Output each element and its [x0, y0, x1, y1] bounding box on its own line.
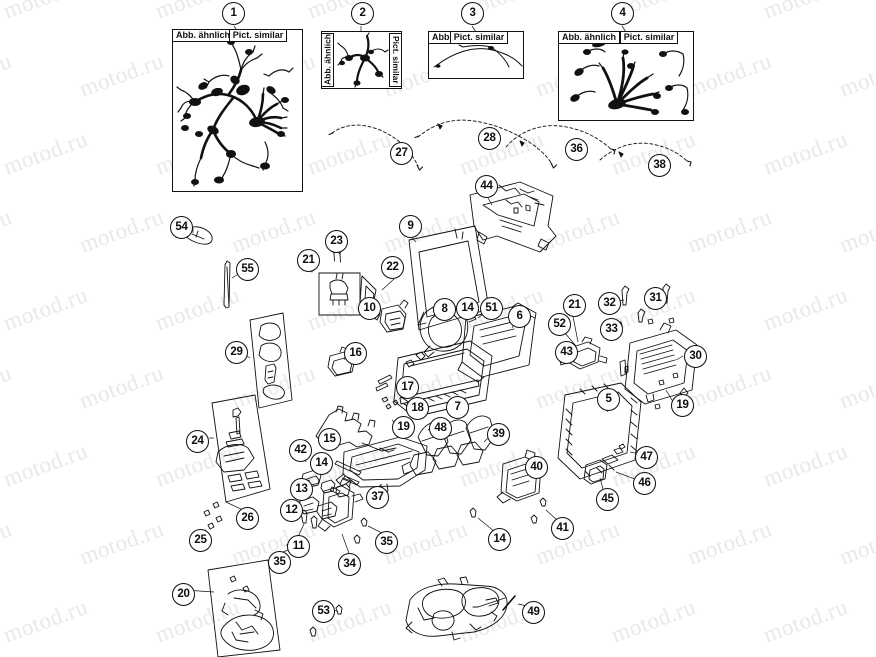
- callout-42[interactable]: 42: [289, 439, 312, 462]
- callout-34[interactable]: 34: [338, 553, 361, 576]
- callout-28[interactable]: 28: [478, 127, 501, 150]
- callout-38[interactable]: 38: [648, 154, 671, 177]
- detail-box-4: [558, 31, 694, 121]
- callout-47[interactable]: 47: [635, 446, 658, 469]
- callout-39[interactable]: 39: [487, 423, 510, 446]
- callout-3[interactable]: 3: [461, 2, 484, 25]
- detail-box-artwork: [559, 32, 693, 120]
- callout-26[interactable]: 26: [236, 507, 259, 530]
- callout-55[interactable]: 55: [236, 258, 259, 281]
- callout-35[interactable]: 35: [375, 531, 398, 554]
- callout-43[interactable]: 43: [555, 341, 578, 364]
- callout-31[interactable]: 31: [644, 287, 667, 310]
- callout-19[interactable]: 19: [671, 394, 694, 417]
- callout-44[interactable]: 44: [475, 175, 498, 198]
- callout-36[interactable]: 36: [565, 138, 588, 161]
- callout-25[interactable]: 25: [189, 529, 212, 552]
- callout-22[interactable]: 22: [381, 256, 404, 279]
- label-abb-aehnlich: Abb. ähnlich: [321, 33, 334, 87]
- callout-40[interactable]: 40: [525, 456, 548, 479]
- callout-15[interactable]: 15: [318, 428, 341, 451]
- callout-41[interactable]: 41: [551, 517, 574, 540]
- callout-11[interactable]: 11: [287, 535, 310, 558]
- callout-21[interactable]: 21: [297, 249, 320, 272]
- callout-46[interactable]: 46: [633, 472, 656, 495]
- callout-27[interactable]: 27: [390, 142, 413, 165]
- callout-14[interactable]: 14: [488, 528, 511, 551]
- callout-49[interactable]: 49: [522, 601, 545, 624]
- callout-52[interactable]: 52: [548, 313, 571, 336]
- callout-18[interactable]: 18: [406, 397, 429, 420]
- callout-6[interactable]: 6: [508, 305, 531, 328]
- label-pict-similar: Pict. similar: [449, 31, 509, 44]
- callout-23[interactable]: 23: [325, 230, 348, 253]
- callout-21[interactable]: 21: [563, 294, 586, 317]
- callout-33[interactable]: 33: [600, 318, 623, 341]
- callout-54[interactable]: 54: [170, 216, 193, 239]
- callout-48[interactable]: 48: [429, 417, 452, 440]
- callout-29[interactable]: 29: [225, 341, 248, 364]
- callout-53[interactable]: 53: [312, 600, 335, 623]
- callout-5[interactable]: 5: [597, 388, 620, 411]
- detail-box-1: [172, 29, 303, 192]
- callout-37[interactable]: 37: [366, 486, 389, 509]
- callout-16[interactable]: 16: [344, 342, 367, 365]
- label-pict-similar: Pict. similar: [619, 31, 679, 44]
- callout-32[interactable]: 32: [598, 292, 621, 315]
- callout-12[interactable]: 12: [280, 499, 303, 522]
- callout-45[interactable]: 45: [596, 488, 619, 511]
- callout-14[interactable]: 14: [310, 452, 333, 475]
- callout-4[interactable]: 4: [611, 2, 634, 25]
- callout-30[interactable]: 30: [684, 345, 707, 368]
- callout-17[interactable]: 17: [396, 376, 419, 399]
- callout-35[interactable]: 35: [268, 551, 291, 574]
- label-abb-aehnlich: Abb. ähnlich: [558, 31, 620, 44]
- callout-9[interactable]: 9: [399, 215, 422, 238]
- label-abb-aehnlich: Abb. ähnlich: [172, 29, 234, 42]
- detail-box-artwork: [173, 30, 302, 191]
- detail-box-artwork: [322, 32, 401, 88]
- callout-1[interactable]: 1: [222, 2, 245, 25]
- callout-19[interactable]: 19: [392, 416, 415, 439]
- callout-2[interactable]: 2: [351, 2, 374, 25]
- callout-14[interactable]: 14: [456, 297, 479, 320]
- callout-7[interactable]: 7: [446, 396, 469, 419]
- label-pict-similar: Pict. similar: [228, 29, 288, 42]
- callout-51[interactable]: 51: [480, 297, 503, 320]
- callout-20[interactable]: 20: [172, 583, 195, 606]
- callout-24[interactable]: 24: [186, 430, 209, 453]
- label-pict-similar: Pict. similar: [389, 33, 402, 87]
- callout-8[interactable]: 8: [433, 298, 456, 321]
- callout-10[interactable]: 10: [358, 297, 381, 320]
- detail-box-artwork: [429, 32, 523, 78]
- callout-13[interactable]: 13: [290, 478, 313, 501]
